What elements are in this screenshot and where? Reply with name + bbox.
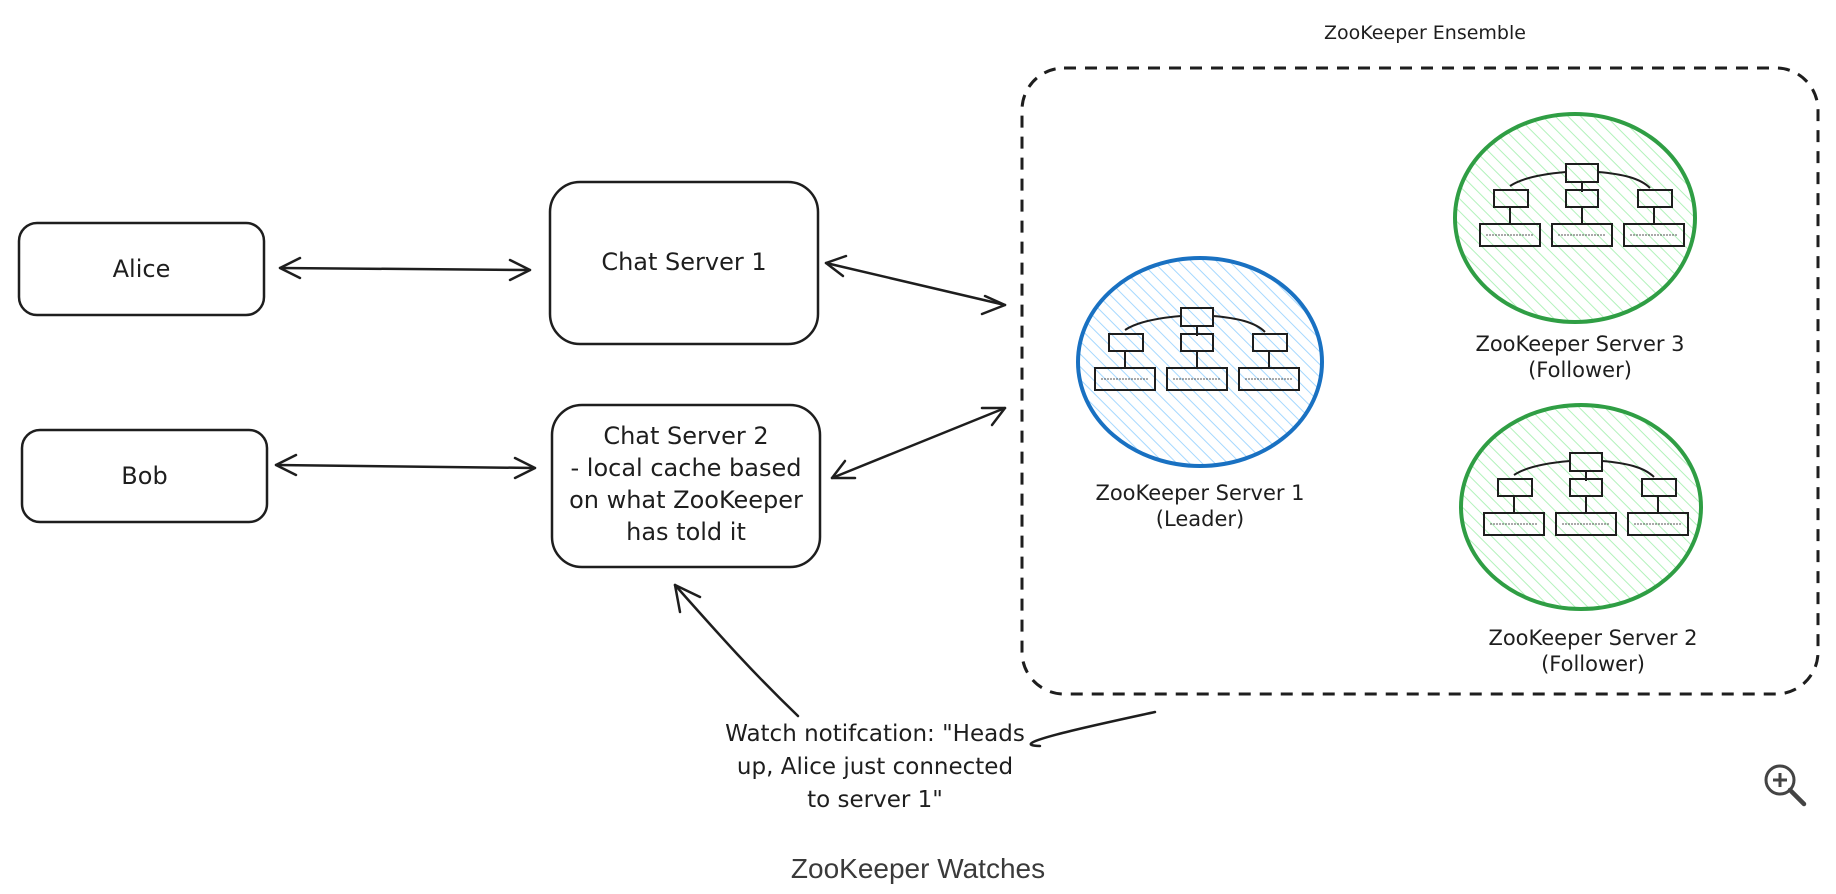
zookeeper-server-2 (1459, 403, 1703, 611)
annotation-connector (1029, 710, 1157, 748)
chat-server-2-line-3: on what ZooKeeper (569, 486, 803, 514)
watch-notification-annotation: Watch notifcation: "Heads up, Alice just… (700, 718, 1050, 817)
chat-server-2-line-2: - local cache based (570, 454, 802, 482)
chat-server-1-label: Chat Server 1 (601, 248, 767, 276)
chat1-ensemble-arrow (824, 254, 1007, 316)
alice-label: Alice (112, 255, 171, 283)
zookeeper-server-1-caption: ZooKeeper Server 1 (Leader) (1070, 480, 1330, 532)
ensemble-title: ZooKeeper Ensemble (1324, 22, 1526, 44)
chat-server-2-label: Chat Server 2 - local cache based on wha… (552, 420, 820, 548)
alice-node (17, 221, 266, 317)
zookeeper-server-2-caption: ZooKeeper Server 2 (Follower) (1463, 625, 1723, 677)
zookeeper-server-3-caption: ZooKeeper Server 3 (Follower) (1450, 331, 1710, 383)
figure-caption: ZooKeeper Watches (790, 853, 1046, 884)
annotation-line-1: Watch notifcation: "Heads (725, 721, 1025, 747)
annotation-line-2: up, Alice just connected (736, 754, 1014, 780)
chat-server-1-node (548, 180, 820, 346)
alice-chat1-arrow (278, 256, 532, 282)
zookeeper-server-3-name: ZooKeeper Server 3 (1475, 332, 1685, 356)
chat-server-2-line-4: has told it (626, 518, 746, 546)
zookeeper-server-3 (1453, 112, 1697, 324)
zoom-in-glyph (1764, 764, 1807, 807)
watch-notification-arrow (673, 583, 800, 718)
zookeeper-server-2-role: (Follower) (1541, 652, 1645, 676)
zoom-in-icon[interactable] (1762, 762, 1808, 808)
zookeeper-server-1 (1076, 256, 1324, 468)
zookeeper-server-1-role: (Leader) (1155, 507, 1245, 531)
annotation-line-3: to server 1" (807, 787, 943, 813)
chat2-ensemble-arrow (830, 406, 1007, 480)
bob-chat2-arrow (274, 453, 537, 480)
zookeeper-server-2-name: ZooKeeper Server 2 (1488, 626, 1698, 650)
chat-server-2-line-1: Chat Server 2 (603, 422, 769, 450)
chat-server-2-node (550, 403, 822, 569)
zookeeper-server-3-role: (Follower) (1528, 358, 1632, 382)
bob-node (20, 428, 269, 524)
zookeeper-server-1-name: ZooKeeper Server 1 (1095, 481, 1305, 505)
bob-label: Bob (121, 462, 168, 490)
